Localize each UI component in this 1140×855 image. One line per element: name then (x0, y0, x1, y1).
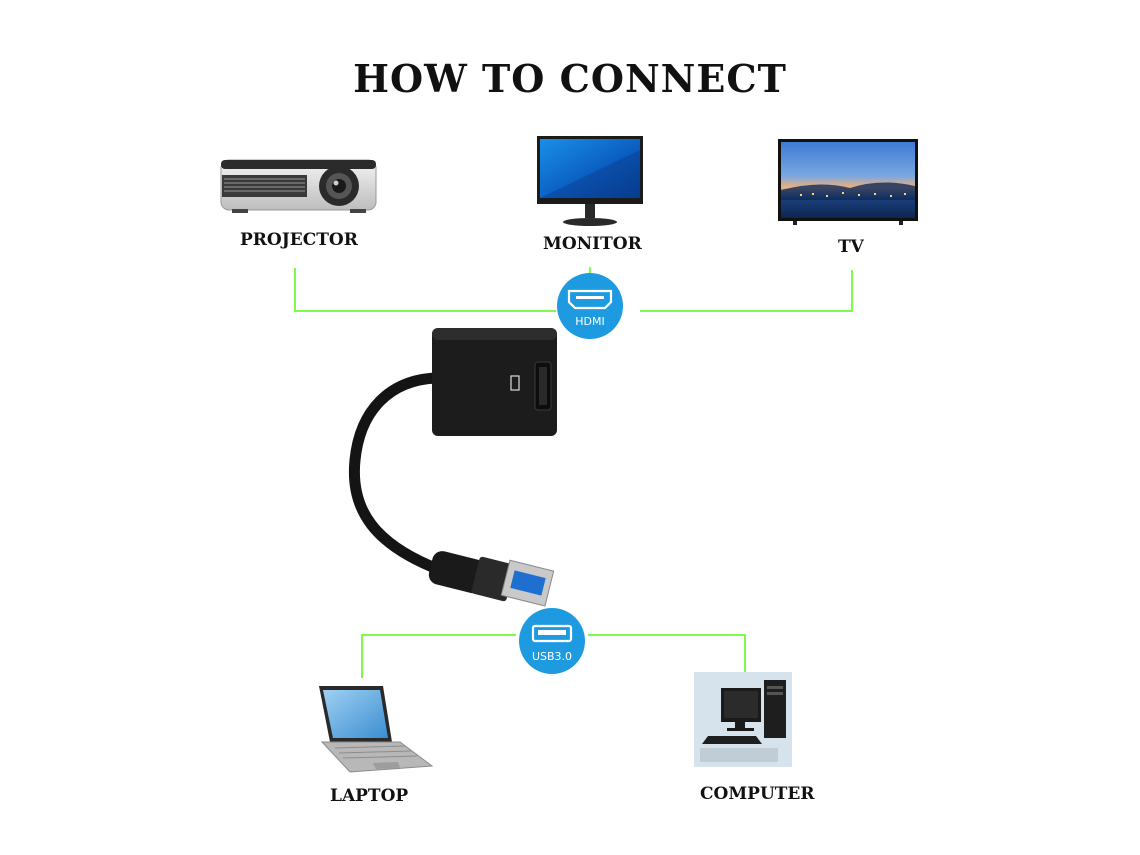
tv-icon (778, 139, 918, 225)
usb-badge-label: USB3.0 (532, 650, 572, 663)
page-title: HOW TO CONNECT (353, 56, 787, 101)
usb-port-badge (519, 608, 585, 674)
tv-label: TV (838, 237, 864, 257)
usb-connector-lines (361, 634, 746, 678)
hdmi-badge-label: HDMI (575, 315, 604, 328)
monitor-label: MONITOR (543, 234, 642, 254)
projector-label: PROJECTOR (240, 230, 358, 250)
usb-hdmi-adapter-icon (348, 328, 557, 607)
laptop-label: LAPTOP (330, 786, 409, 806)
laptop-icon (319, 686, 434, 773)
hdmi-port-icon (567, 289, 613, 310)
monitor-icon (537, 136, 643, 226)
projector-icon (220, 159, 377, 213)
usb-port-icon (531, 624, 573, 643)
computer-label: COMPUTER (700, 784, 815, 804)
computer-icon (694, 672, 792, 767)
hdmi-port-badge (557, 273, 623, 339)
